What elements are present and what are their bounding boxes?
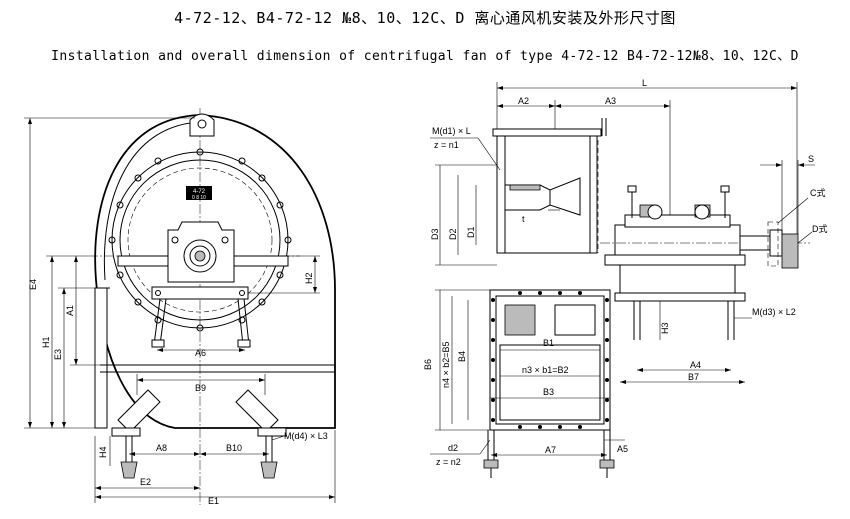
dim-E1: E1 xyxy=(208,496,219,506)
dim-H3: H3 xyxy=(660,322,670,334)
dim-A8: A8 xyxy=(156,443,167,453)
dim-A3: A3 xyxy=(605,96,616,106)
dim-A4: A4 xyxy=(690,360,701,370)
dim-L: L xyxy=(642,78,647,88)
anchor-bolt-right xyxy=(260,436,278,479)
dim-H4: H4 xyxy=(98,446,108,458)
dim-A2: A2 xyxy=(518,96,529,106)
dim-E3: E3 xyxy=(53,349,63,360)
dim-E2: E2 xyxy=(140,477,151,487)
lifting-lug xyxy=(189,113,215,137)
label-base-bolt: M(d3) × L2 xyxy=(752,307,796,317)
dim-B10: B10 xyxy=(226,443,242,453)
outlet-flange xyxy=(94,287,108,429)
chinese-title: 4-72-12、B4-72-12 №8、10、12C、D 离心通风机安装及外形尺… xyxy=(174,9,676,27)
anchor-bolts-right xyxy=(483,301,735,478)
dim-A6: A6 xyxy=(195,348,206,358)
label-D-type: D式 xyxy=(812,223,828,234)
left-foot xyxy=(117,389,161,433)
flange-bolts xyxy=(108,148,292,332)
right-side-view: L A2 A3 xyxy=(423,78,828,478)
dim-z-n2: z = n2 xyxy=(436,457,461,467)
left-front-view: 4-72 0 8 10 xyxy=(24,108,336,506)
dim-B1: B1 xyxy=(543,338,554,348)
dim-S: S xyxy=(808,154,814,164)
dim-H2: H2 xyxy=(304,272,314,284)
bearing-base xyxy=(151,286,249,300)
dim-B3: B3 xyxy=(543,387,554,397)
dim-E4: E4 xyxy=(28,279,38,290)
english-title: Installation and overall dimension of ce… xyxy=(51,49,799,64)
dim-D1: D1 xyxy=(466,226,476,238)
dim-B6: B6 xyxy=(423,359,433,370)
nameplate xyxy=(186,186,212,200)
dim-B4: B4 xyxy=(457,351,467,362)
dim-B7: B7 xyxy=(688,372,699,382)
dim-D2: D2 xyxy=(448,228,458,240)
label-flange-bolt: M(d1) × L xyxy=(432,126,471,136)
anchor-bolt-left xyxy=(120,436,138,479)
dim-A1: A1 xyxy=(65,305,75,316)
dim-A5: A5 xyxy=(617,444,628,454)
label-C-type: C式 xyxy=(810,187,826,198)
dim-A7: A7 xyxy=(545,445,556,455)
dim-B5: n4 × b2=B5 xyxy=(441,341,451,388)
dim-bolt-d4: M(d4) × L3 xyxy=(284,431,328,441)
shaft xyxy=(739,235,771,251)
inlet-ring-outer xyxy=(111,151,289,329)
nameplate-line1: 4-72 xyxy=(193,189,206,195)
dim-B9: B9 xyxy=(195,383,206,393)
dim-t: t xyxy=(522,214,525,224)
pulley-D xyxy=(781,233,799,269)
flange-bolt-dots xyxy=(491,291,609,429)
right-foot xyxy=(235,389,279,433)
dim-d2: d2 xyxy=(448,443,458,453)
base-frame-top xyxy=(604,254,746,266)
dim-B2: n3 × b1=B2 xyxy=(522,365,569,375)
volute-casing xyxy=(94,114,336,429)
dim-D3: D3 xyxy=(430,228,440,240)
bearing-pedestal xyxy=(614,224,741,256)
dim-H1: H1 xyxy=(41,336,51,348)
pulley-C xyxy=(767,221,779,267)
nameplate-line2: 0 8 10 xyxy=(192,195,206,201)
label-flange-count: z = n1 xyxy=(434,140,459,150)
